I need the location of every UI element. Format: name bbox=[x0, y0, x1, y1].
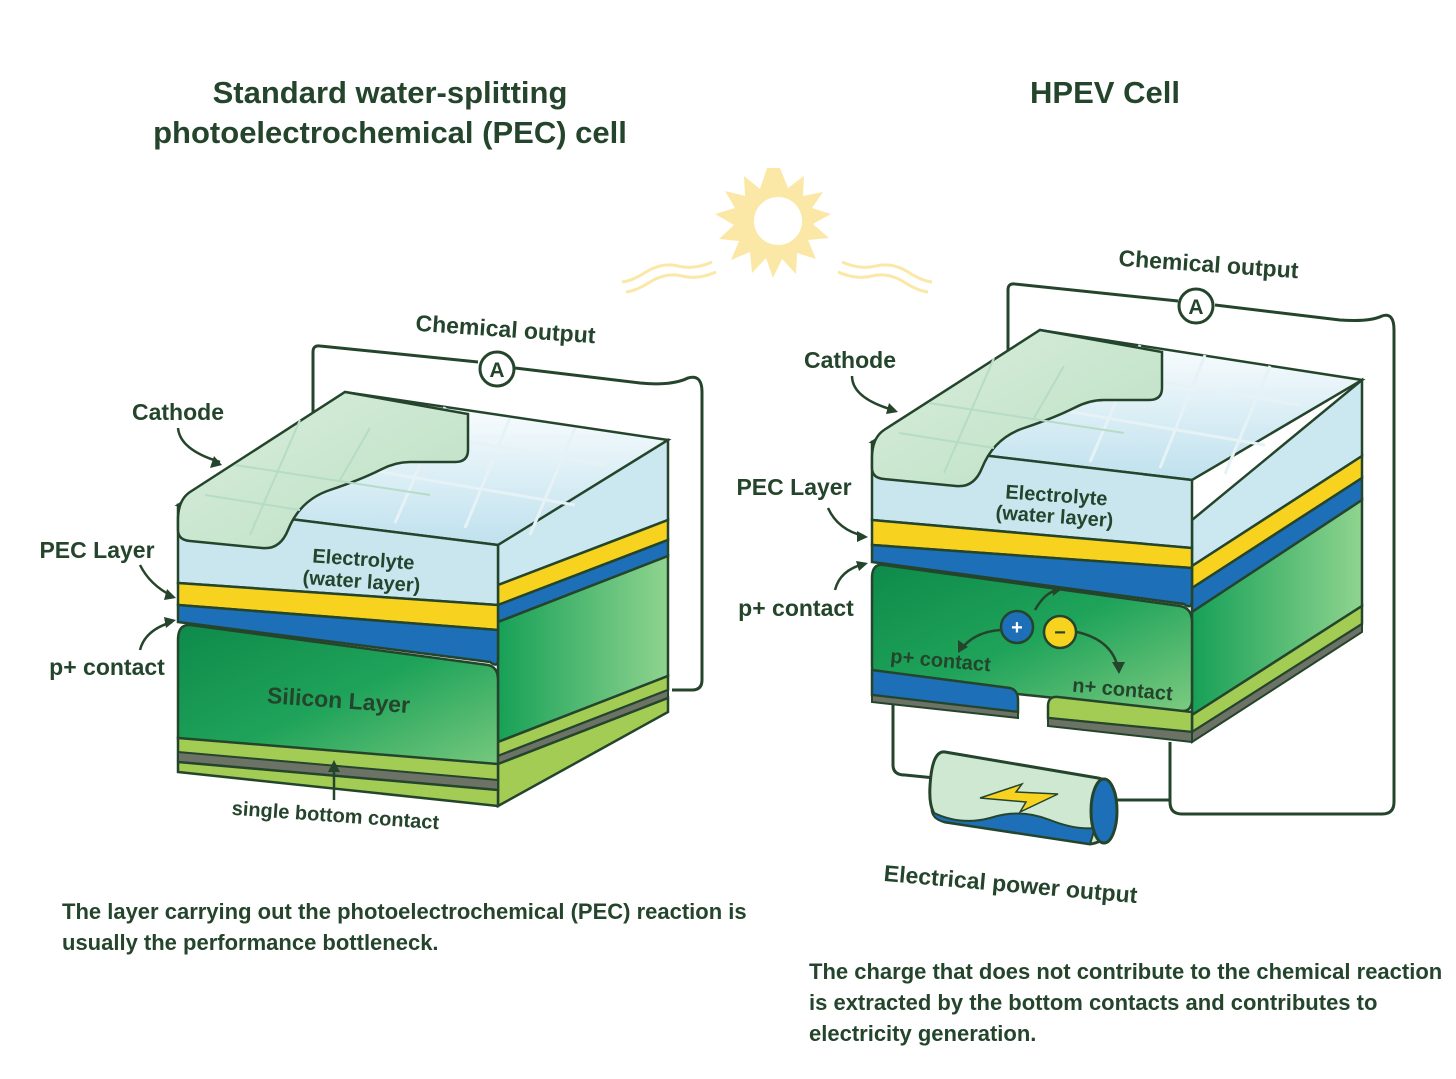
minus-sign: − bbox=[1054, 622, 1066, 644]
ammeter-icon: A bbox=[1177, 287, 1215, 325]
pec-layer-label-right: PEC Layer bbox=[736, 474, 851, 500]
circuit-wire-right-bottom bbox=[891, 700, 1170, 802]
ammeter-icon: A bbox=[478, 350, 516, 388]
title-hpev-cell: HPEV Cell bbox=[1030, 75, 1180, 110]
cathode-right bbox=[870, 328, 1164, 488]
caption-right: The charge that does not contribute to t… bbox=[809, 959, 1443, 1046]
n-contact-bottom bbox=[1046, 695, 1194, 734]
cathode-left bbox=[176, 390, 470, 550]
hole-charge-icon bbox=[999, 609, 1035, 645]
chemical-output-label-left: Chemical output bbox=[415, 310, 597, 349]
sun-icon bbox=[621, 168, 933, 294]
pec-layer-label-left: PEC Layer bbox=[39, 537, 154, 563]
caption-left: The layer carrying out the photoelectroc… bbox=[62, 899, 747, 955]
circuit-wire-left bbox=[311, 344, 704, 692]
plus-sign: + bbox=[1011, 617, 1023, 639]
standard-pec-cell: A Chemical output Cathode Electrolyte (w… bbox=[39, 310, 704, 834]
circuit-wire-right-top bbox=[1006, 282, 1396, 816]
chemical-output-label-right: Chemical output bbox=[1118, 245, 1300, 284]
p-contact-label-left: p+ contact bbox=[49, 654, 165, 680]
charge-carriers: + − bbox=[958, 585, 1125, 674]
ammeter-label-right: A bbox=[1188, 296, 1203, 319]
cathode-label-left: Cathode bbox=[132, 399, 224, 425]
title-standard-pec-cell: Standard water-splitting photoelectroche… bbox=[153, 75, 627, 150]
hpev-cell: A + − Chemical output Cathode Electroly bbox=[736, 245, 1396, 908]
p-contact-bottom bbox=[870, 668, 1020, 714]
p-contact-label-right: p+ contact bbox=[738, 595, 854, 621]
battery-icon bbox=[928, 750, 1119, 846]
bottom-contact-label: single bottom contact bbox=[231, 798, 440, 834]
cathode-label-right: Cathode bbox=[804, 347, 896, 373]
electron-charge-icon bbox=[1042, 614, 1078, 650]
power-output-label: Electrical power output bbox=[883, 860, 1139, 908]
lightning-icon bbox=[979, 782, 1059, 814]
ammeter-label: A bbox=[489, 359, 504, 382]
